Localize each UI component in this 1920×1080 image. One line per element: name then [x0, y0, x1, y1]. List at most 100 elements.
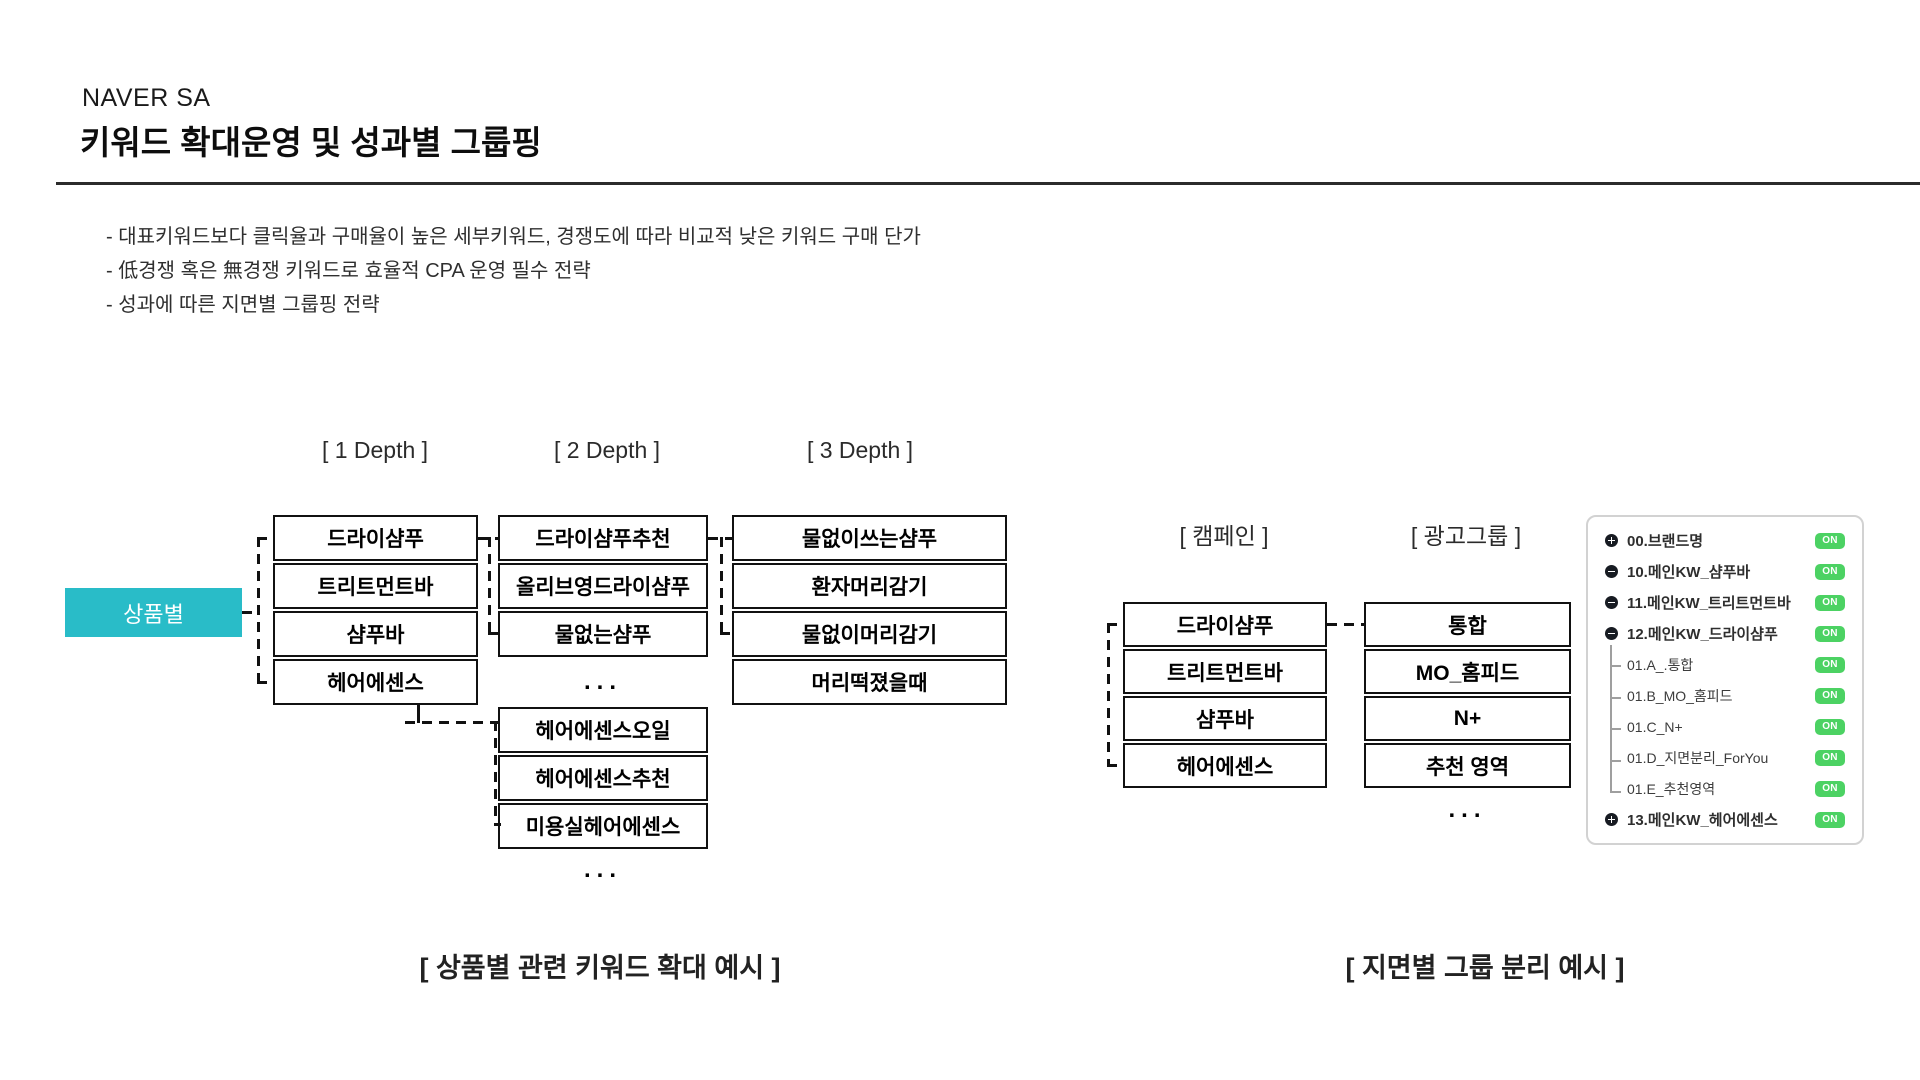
tree-row-label: 01.C_N+ [1627, 718, 1683, 735]
keyword-box: 물없는샴푸 [498, 611, 708, 657]
adgroup-box: MO_홈피드 [1364, 649, 1571, 694]
keyword-box: 물없이머리감기 [732, 611, 1007, 657]
keyword-box: 헤어에센스추천 [498, 755, 708, 801]
tree-row-child[interactable]: 01.A_.통합 ON [1605, 649, 1845, 680]
bullet-list: - 대표키워드보다 클릭율과 구매율이 높은 세부키워드, 경쟁도에 따라 비교… [106, 220, 921, 322]
tree-row-label: 10.메인KW_샴푸바 [1627, 564, 1751, 581]
status-badge[interactable]: ON [1815, 687, 1845, 704]
tree-row-label: 12.메인KW_드라이샴푸 [1627, 626, 1778, 643]
adgroup-box: 통합 [1364, 602, 1571, 647]
tree-row[interactable]: 11.메인KW_트리트먼트바 ON [1605, 587, 1845, 618]
tree-line-stub [1610, 760, 1621, 762]
connector-bracket-depth1 [257, 537, 260, 684]
campaign-box: 트리트먼트바 [1123, 649, 1327, 694]
status-badge[interactable]: ON [1815, 656, 1845, 673]
adgroup-label: [ 광고그룹 ] [1410, 523, 1522, 549]
bullet-item: - 대표키워드보다 클릭율과 구매율이 높은 세부키워드, 경쟁도에 따라 비교… [106, 226, 921, 248]
tree-row-label: 11.메인KW_트리트먼트바 [1627, 595, 1791, 612]
minus-circle-icon[interactable] [1605, 565, 1618, 578]
campaign-column: 드라이샴푸 트리트먼트바 샴푸바 헤어에센스 [1123, 602, 1327, 788]
connector-stub [257, 681, 274, 684]
keyword-box: 물없이쓰는샴푸 [732, 515, 1007, 561]
tree-row[interactable]: 00.브랜드명 ON [1605, 525, 1845, 556]
tree-line-stub [1610, 697, 1621, 699]
keyword-box: 헤어에센스 [273, 659, 478, 705]
connector-stub [257, 537, 274, 540]
keyword-box: 샴푸바 [273, 611, 478, 657]
connector-bracket-d2 [488, 537, 491, 635]
status-badge[interactable]: ON [1815, 780, 1845, 797]
title-divider [56, 182, 1920, 185]
depth1-column: 드라이샴푸 트리트먼트바 샴푸바 헤어에센스 [273, 515, 478, 705]
depth3-column: 물없이쓰는샴푸 환자머리감기 물없이머리감기 머리떡졌을때 [732, 515, 1007, 705]
tree-row-label: 13.메인KW_헤어에센스 [1627, 812, 1778, 829]
keyword-box: 트리트먼트바 [273, 563, 478, 609]
status-badge[interactable]: ON [1815, 594, 1845, 611]
status-badge[interactable]: ON [1815, 625, 1845, 642]
connector-bracket-haircare [494, 721, 497, 826]
tree-row-child[interactable]: 01.D_지면분리_ForYou ON [1605, 742, 1845, 773]
campaign-label: [ 캠페인 ] [1179, 523, 1269, 549]
tree-line-vertical [1610, 645, 1612, 792]
campaign-box: 헤어에센스 [1123, 743, 1327, 788]
depth2-label: [ 2 Depth ] [553, 437, 661, 463]
campaign-box: 샴푸바 [1123, 696, 1327, 741]
connector-haircare [405, 721, 498, 724]
page-eyebrow: NAVER SA [82, 84, 211, 112]
adgroup-box: N+ [1364, 696, 1571, 741]
minus-circle-icon[interactable] [1605, 596, 1618, 609]
status-badge[interactable]: ON [1815, 563, 1845, 580]
plus-circle-icon[interactable] [1605, 813, 1618, 826]
left-caption: [ 상품별 관련 키워드 확대 예시 ] [419, 953, 781, 983]
keyword-box: 올리브영드라이샴푸 [498, 563, 708, 609]
minus-circle-icon[interactable] [1605, 627, 1618, 640]
bullet-item: - 성과에 따른 지면별 그룹핑 전략 [106, 294, 380, 316]
connector-stub [720, 632, 733, 635]
keyword-box: 헤어에센스오일 [498, 707, 708, 753]
tree-row-label: 01.A_.통합 [1627, 656, 1694, 673]
keyword-box: 드라이샴푸 [273, 515, 478, 561]
tree-row-child[interactable]: 01.B_MO_홈피드 ON [1605, 680, 1845, 711]
depth1-label: [ 1 Depth ] [321, 437, 429, 463]
bullet-item: - 低경쟁 혹은 無경쟁 키워드로 효율적 CPA 운영 필수 전략 [106, 260, 591, 282]
category-box: 상품별 [65, 588, 242, 637]
adgroup-box: 추천 영역 [1364, 743, 1571, 788]
connector-bracket-d3 [720, 537, 723, 635]
adgroup-tree-panel: 00.브랜드명 ON 10.메인KW_샴푸바 ON 11.메인KW_트리트먼트바… [1586, 515, 1864, 845]
keyword-box: 드라이샴푸추천 [498, 515, 708, 561]
status-badge[interactable]: ON [1815, 811, 1845, 828]
adgroup-column: 통합 MO_홈피드 N+ 추천 영역 [1364, 602, 1571, 788]
connector-stub [1107, 623, 1124, 626]
right-caption: [ 지면별 그룹 분리 예시 ] [1345, 953, 1625, 983]
tree-row[interactable]: 10.메인KW_샴푸바 ON [1605, 556, 1845, 587]
tree-line-stub [1610, 665, 1621, 667]
status-badge[interactable]: ON [1815, 749, 1845, 766]
connector-campaign-adgroup [1327, 623, 1364, 626]
connector-category [242, 611, 258, 614]
tree-row-child[interactable]: 01.C_N+ ON [1605, 711, 1845, 742]
ellipsis: ... [583, 856, 622, 883]
tree-row-child[interactable]: 01.E_추천영역 ON [1605, 773, 1845, 804]
plus-circle-icon[interactable] [1605, 534, 1618, 547]
keyword-box: 미용실헤어에센스 [498, 803, 708, 849]
campaign-box: 드라이샴푸 [1123, 602, 1327, 647]
connector-stub [494, 823, 501, 826]
tree-line-stub [1610, 791, 1621, 793]
depth2-bottom-column: 헤어에센스오일 헤어에센스추천 미용실헤어에센스 [498, 707, 708, 849]
connector-stub [1107, 764, 1124, 767]
depth3-label: [ 3 Depth ] [806, 437, 914, 463]
ellipsis: ... [583, 668, 622, 695]
status-badge[interactable]: ON [1815, 532, 1845, 549]
page-title: 키워드 확대운영 및 성과별 그룹핑 [80, 124, 542, 161]
ellipsis: ... [1448, 796, 1487, 823]
tree-row-label: 01.D_지면분리_ForYou [1627, 749, 1769, 766]
depth2-top-column: 드라이샴푸추천 올리브영드라이샴푸 물없는샴푸 [498, 515, 708, 657]
connector-drop [417, 705, 420, 723]
tree-row[interactable]: 12.메인KW_드라이샴푸 ON [1605, 618, 1845, 649]
tree-row-label: 01.B_MO_홈피드 [1627, 687, 1733, 704]
tree-row-label: 01.E_추천영역 [1627, 780, 1716, 797]
tree-row[interactable]: 13.메인KW_헤어에센스 ON [1605, 804, 1845, 835]
status-badge[interactable]: ON [1815, 718, 1845, 735]
connector-bracket-campaign [1107, 623, 1110, 767]
